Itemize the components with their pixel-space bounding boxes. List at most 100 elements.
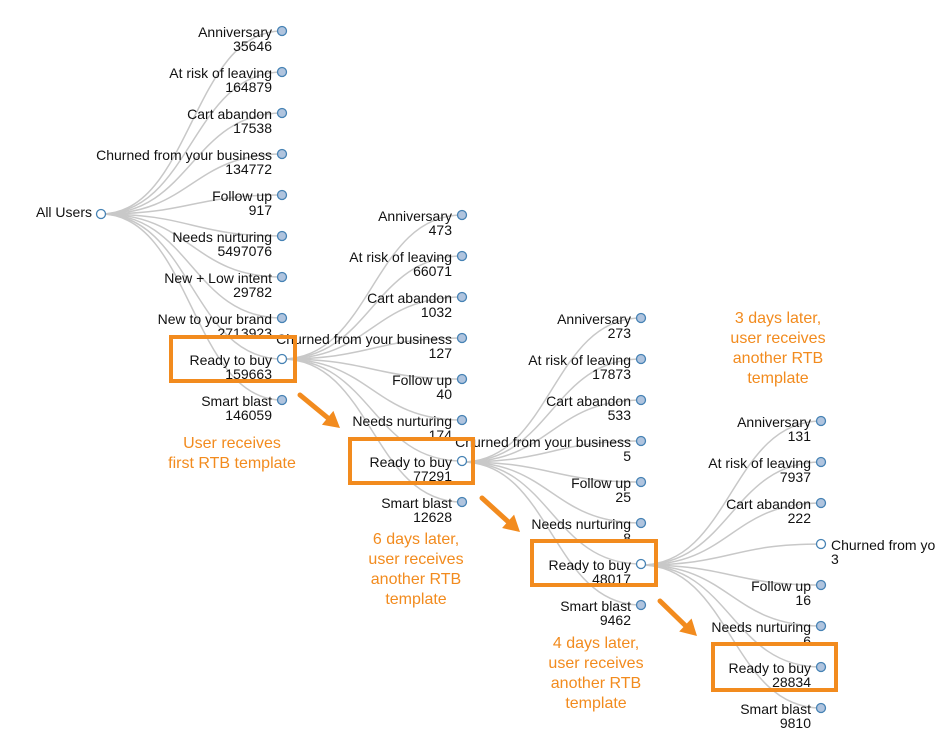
node-count: 17873 [592, 366, 631, 382]
node-label: Smart blast [560, 598, 631, 614]
tree-node [276, 312, 288, 324]
tree-node [276, 107, 288, 119]
annotation-line: another RTB [370, 571, 462, 588]
tree-node [456, 373, 468, 385]
tree-link [461, 440, 642, 463]
node-label: Follow up [392, 372, 452, 388]
node-count: 146059 [225, 407, 272, 423]
node-group [95, 25, 827, 714]
tree-link [640, 564, 822, 668]
tree-node [815, 456, 827, 468]
node-label: Follow up [751, 578, 811, 594]
node-label: Anniversary [198, 24, 272, 40]
node-label: Needs nurturing [352, 413, 452, 429]
tree-node [635, 476, 647, 488]
tree-link [640, 502, 822, 566]
node-count: 40 [436, 386, 452, 402]
tree-link [461, 317, 642, 463]
tree-node [456, 250, 468, 262]
tree-link [640, 461, 822, 566]
node-count: 134772 [225, 161, 272, 177]
tree-node [815, 661, 827, 673]
tree-link [281, 358, 463, 462]
tree-link [640, 543, 822, 566]
node-label: New + Low intent [164, 270, 272, 286]
node-label: At risk of leaving [349, 249, 452, 265]
tree-link [281, 358, 463, 380]
tree-link [281, 337, 463, 360]
tree-node [635, 517, 647, 529]
node-count: 273 [607, 325, 631, 341]
node-count: 12628 [413, 509, 452, 525]
arrow-head [679, 618, 697, 636]
tree-link [461, 461, 642, 483]
tree-link [100, 213, 283, 278]
node-label: Churned from your business [96, 147, 272, 163]
node-count: 473 [428, 222, 452, 238]
node-label: Follow up [571, 475, 631, 491]
tree-link [640, 564, 822, 627]
node-label: Churned from your business [276, 331, 452, 347]
tree-link [640, 564, 822, 586]
annotation-line: first RTB template [168, 455, 296, 472]
root-label: All Users [35, 204, 92, 220]
node-label: Follow up [212, 188, 272, 204]
tree-node [635, 558, 647, 570]
arrow-head [321, 410, 340, 428]
tree-node [635, 599, 647, 611]
tree-link [461, 461, 642, 565]
tree-node [456, 414, 468, 426]
node-label: Cart abandon [187, 106, 272, 122]
annotation-line: user receives [368, 551, 464, 568]
tree-node [456, 455, 468, 467]
node-label: Anniversary [737, 414, 811, 430]
annotation-line: 4 days later, [552, 635, 640, 652]
tree-node [456, 496, 468, 508]
tree-link [640, 420, 822, 566]
highlight-box [348, 437, 475, 485]
tree-node [815, 538, 827, 550]
node-count: 66071 [413, 263, 452, 279]
annotation-line: another RTB [732, 350, 824, 367]
tree-link [461, 399, 642, 463]
node-count: 131 [787, 428, 811, 444]
annotation-line: template [565, 695, 627, 712]
tree-node [276, 189, 288, 201]
node-count: 1032 [420, 304, 452, 320]
node-count: 35646 [233, 38, 272, 54]
tree-link [461, 461, 642, 606]
node-label: Ready to buy [728, 660, 812, 676]
annotation-line: template [385, 591, 447, 608]
node-count: 127 [428, 345, 452, 361]
tree-node [276, 25, 288, 37]
link-group [100, 30, 822, 709]
annotation-line: User receives [183, 435, 281, 452]
node-count: 5497076 [217, 243, 272, 259]
tree-link [100, 194, 283, 215]
node-count: 9462 [599, 612, 631, 628]
node-label: Ready to buy [548, 557, 632, 573]
tree-link [100, 71, 283, 215]
tree-node [456, 332, 468, 344]
tree-node [815, 579, 827, 591]
arrow-head [502, 514, 520, 532]
tree-node [276, 66, 288, 78]
node-count: 17538 [233, 120, 272, 136]
node-label: Cart abandon [367, 290, 452, 306]
